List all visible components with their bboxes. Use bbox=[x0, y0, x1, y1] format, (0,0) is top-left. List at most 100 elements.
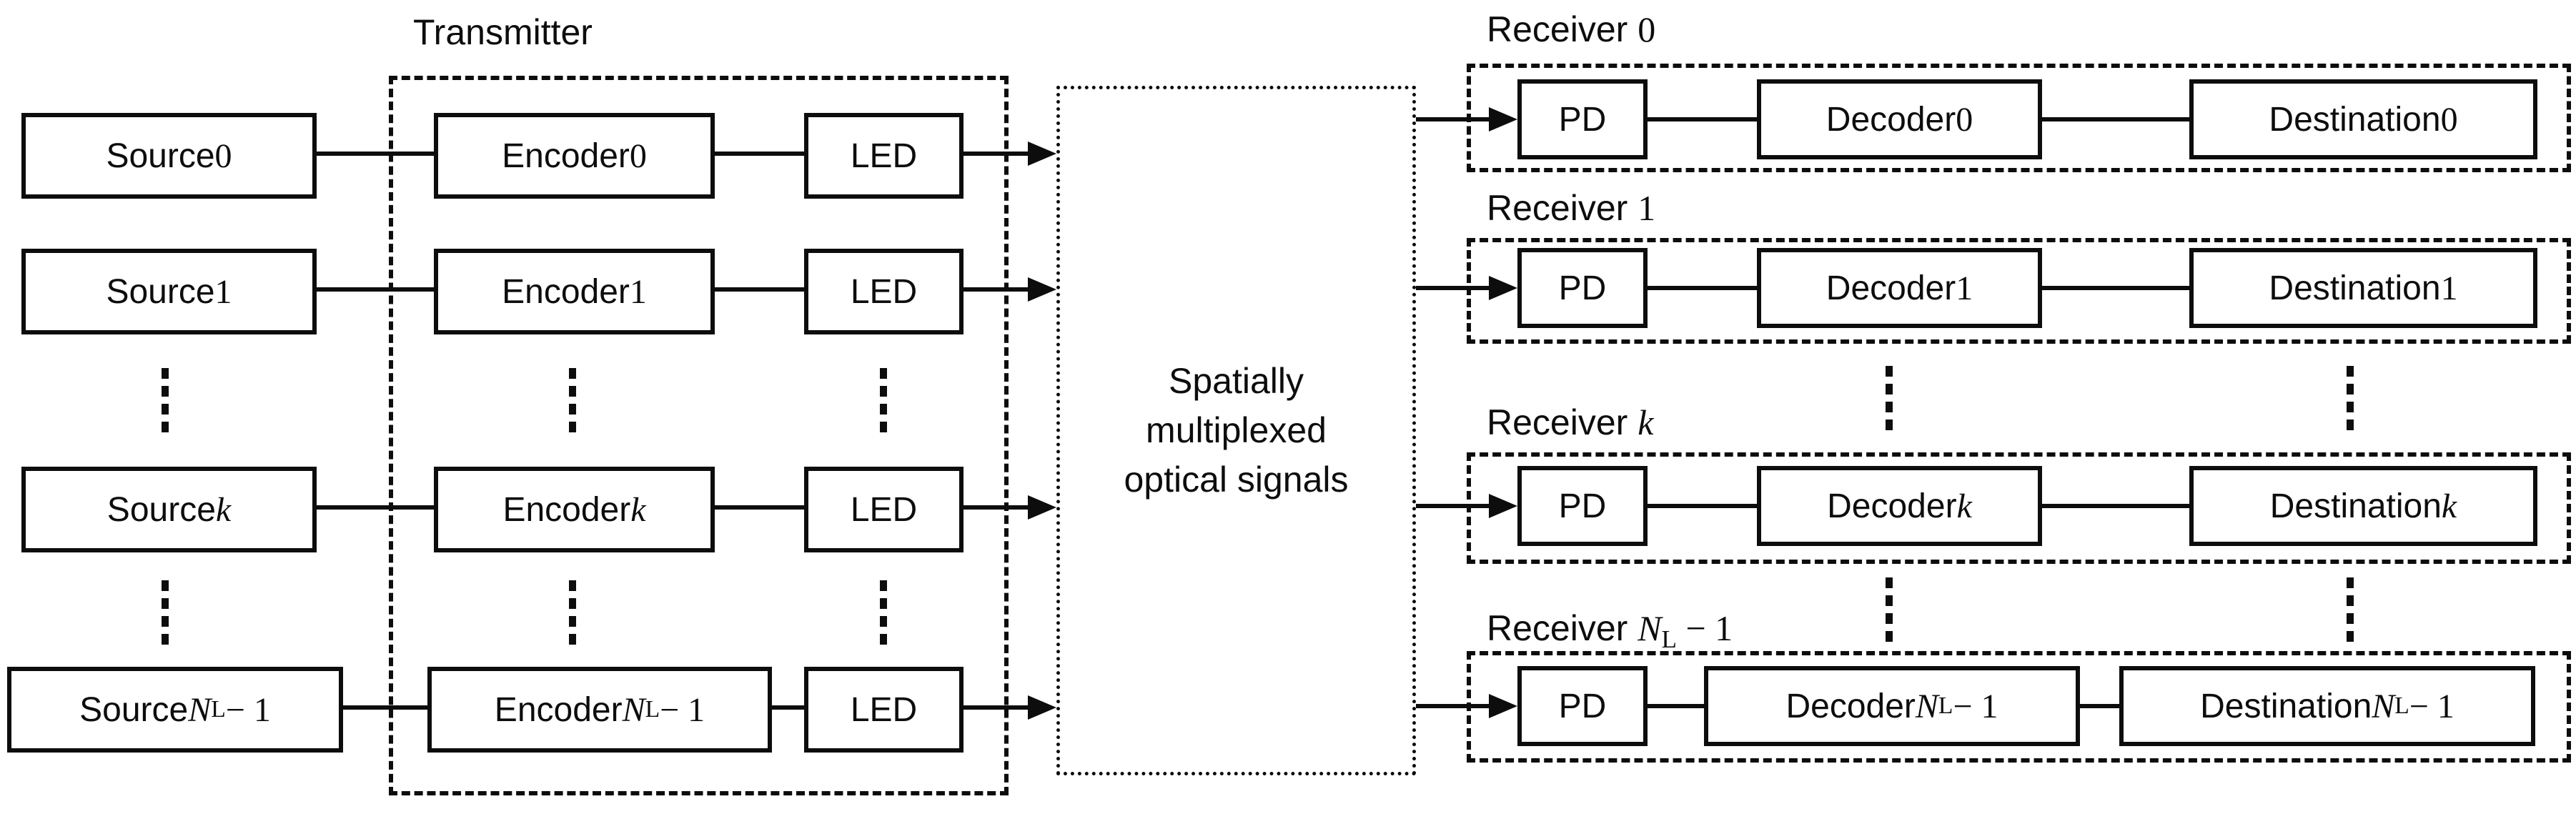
destination-var: N bbox=[2372, 687, 2395, 725]
decoder-box-k: Decoder k bbox=[1757, 466, 2042, 546]
source-num: 1 bbox=[214, 272, 232, 311]
decoder-text: Decoder bbox=[1827, 487, 1957, 525]
pd-box-n: PD bbox=[1517, 666, 1648, 746]
arrowhead-led-channel-1 bbox=[1028, 277, 1056, 302]
pd-text: PD bbox=[1558, 487, 1607, 525]
destination-var: k bbox=[2441, 487, 2457, 525]
ellipsis-led-upper bbox=[880, 368, 887, 440]
encoder-sub: L bbox=[645, 696, 660, 723]
pd-text: PD bbox=[1558, 100, 1607, 139]
destination-box-k: Destination k bbox=[2189, 466, 2537, 546]
source-text: Source bbox=[106, 490, 216, 529]
led-text: LED bbox=[850, 136, 918, 175]
arrowhead-led-channel-n bbox=[1028, 695, 1056, 720]
decoder-box-0: Decoder 0 bbox=[1757, 79, 2042, 159]
ellipsis-decoder-upper bbox=[1886, 366, 1893, 437]
source-box-1: Source 1 bbox=[21, 249, 317, 334]
destination-box-0: Destination 0 bbox=[2189, 79, 2537, 159]
source-var: k bbox=[215, 490, 232, 529]
arrowhead-led-channel-0 bbox=[1028, 142, 1056, 166]
ellipsis-source-lower bbox=[162, 580, 169, 652]
arrow-led-channel-0 bbox=[963, 152, 1032, 156]
arrow-channel-pd-1 bbox=[1416, 286, 1490, 290]
source-sub: L bbox=[211, 696, 226, 723]
decoder-num: 0 bbox=[1956, 100, 1973, 139]
destination-text: Destination bbox=[2269, 100, 2441, 139]
connector-pd-decoder-k bbox=[1648, 504, 1757, 508]
encoder-text: Encoder bbox=[502, 136, 630, 175]
source-num: 0 bbox=[214, 136, 232, 175]
connector-source-encoder-n bbox=[343, 705, 427, 710]
arrow-channel-pd-n bbox=[1416, 704, 1490, 708]
encoder-text: Encoder bbox=[502, 272, 630, 311]
arrowhead-channel-pd-0 bbox=[1489, 107, 1517, 131]
receiver-label-num: 1 bbox=[1638, 188, 1656, 228]
decoder-tail: − 1 bbox=[1953, 687, 1998, 725]
pd-text: PD bbox=[1558, 269, 1607, 307]
ellipsis-destination-lower bbox=[2347, 577, 2354, 649]
connector-pd-decoder-0 bbox=[1648, 117, 1757, 121]
arrowhead-led-channel-k bbox=[1028, 495, 1056, 520]
decoder-text: Decoder bbox=[1826, 100, 1956, 139]
ellipsis-led-lower bbox=[880, 580, 887, 652]
source-box-0: Source 0 bbox=[21, 113, 317, 199]
source-text: Source bbox=[106, 272, 215, 311]
destination-num: 0 bbox=[2440, 100, 2458, 139]
destination-tail: − 1 bbox=[2409, 687, 2454, 725]
connector-source-encoder-1 bbox=[317, 287, 434, 292]
connector-decoder-destination-0 bbox=[2042, 117, 2189, 121]
encoder-var: N bbox=[622, 690, 645, 729]
encoder-box-k: Encoder k bbox=[434, 467, 715, 552]
source-text: Source bbox=[106, 136, 215, 175]
ellipsis-decoder-lower bbox=[1886, 577, 1893, 649]
connector-decoder-destination-n bbox=[2080, 704, 2119, 708]
destination-sub: L bbox=[2394, 693, 2409, 719]
led-box-0: LED bbox=[804, 113, 963, 199]
decoder-var: N bbox=[1915, 687, 1938, 725]
decoder-text: Decoder bbox=[1826, 269, 1956, 307]
led-box-1: LED bbox=[804, 249, 963, 334]
encoder-tail: − 1 bbox=[660, 690, 705, 729]
encoder-box-1: Encoder 1 bbox=[434, 249, 715, 334]
source-text: Source bbox=[79, 690, 189, 729]
destination-text: Destination bbox=[2269, 487, 2442, 525]
receiver-label-0: Receiver 0 bbox=[1487, 9, 1655, 50]
transmitter-label-text: Transmitter bbox=[413, 12, 593, 52]
receiver-frame-1 bbox=[1467, 238, 2571, 344]
encoder-var: k bbox=[630, 490, 646, 529]
pd-text: PD bbox=[1558, 687, 1607, 725]
connector-pd-decoder-1 bbox=[1648, 286, 1757, 290]
decoder-text: Decoder bbox=[1785, 687, 1916, 725]
encoder-text: Encoder bbox=[494, 690, 623, 729]
arrowhead-channel-pd-n bbox=[1489, 694, 1517, 718]
connector-encoder-led-1 bbox=[715, 287, 804, 292]
decoder-box-1: Decoder 1 bbox=[1757, 248, 2042, 328]
transmitter-label: Transmitter bbox=[413, 11, 593, 53]
channel-box: Spatially multiplexed optical signals bbox=[1056, 86, 1416, 775]
source-tail: − 1 bbox=[225, 690, 271, 729]
arrow-channel-pd-k bbox=[1416, 504, 1490, 508]
arrowhead-channel-pd-k bbox=[1489, 494, 1517, 518]
channel-line-2: multiplexed bbox=[1146, 410, 1327, 450]
led-box-k: LED bbox=[804, 467, 963, 552]
receiver-label-text: Receiver bbox=[1487, 188, 1638, 228]
connector-source-encoder-0 bbox=[317, 152, 434, 156]
ellipsis-encoder-upper bbox=[569, 368, 576, 440]
connector-decoder-destination-1 bbox=[2042, 286, 2189, 290]
receiver-label-num: 0 bbox=[1638, 9, 1656, 49]
receiver-frame-k bbox=[1467, 452, 2571, 564]
led-text: LED bbox=[850, 272, 918, 311]
ellipsis-source-upper bbox=[162, 368, 169, 440]
arrow-led-channel-n bbox=[963, 705, 1032, 710]
encoder-text: Encoder bbox=[502, 490, 631, 529]
decoder-var: k bbox=[1956, 487, 1972, 525]
destination-box-1: Destination 1 bbox=[2189, 248, 2537, 328]
arrow-led-channel-k bbox=[963, 505, 1032, 510]
pd-box-k: PD bbox=[1517, 466, 1648, 546]
receiver-label-sub: L bbox=[1661, 625, 1677, 653]
pd-box-1: PD bbox=[1517, 248, 1648, 328]
